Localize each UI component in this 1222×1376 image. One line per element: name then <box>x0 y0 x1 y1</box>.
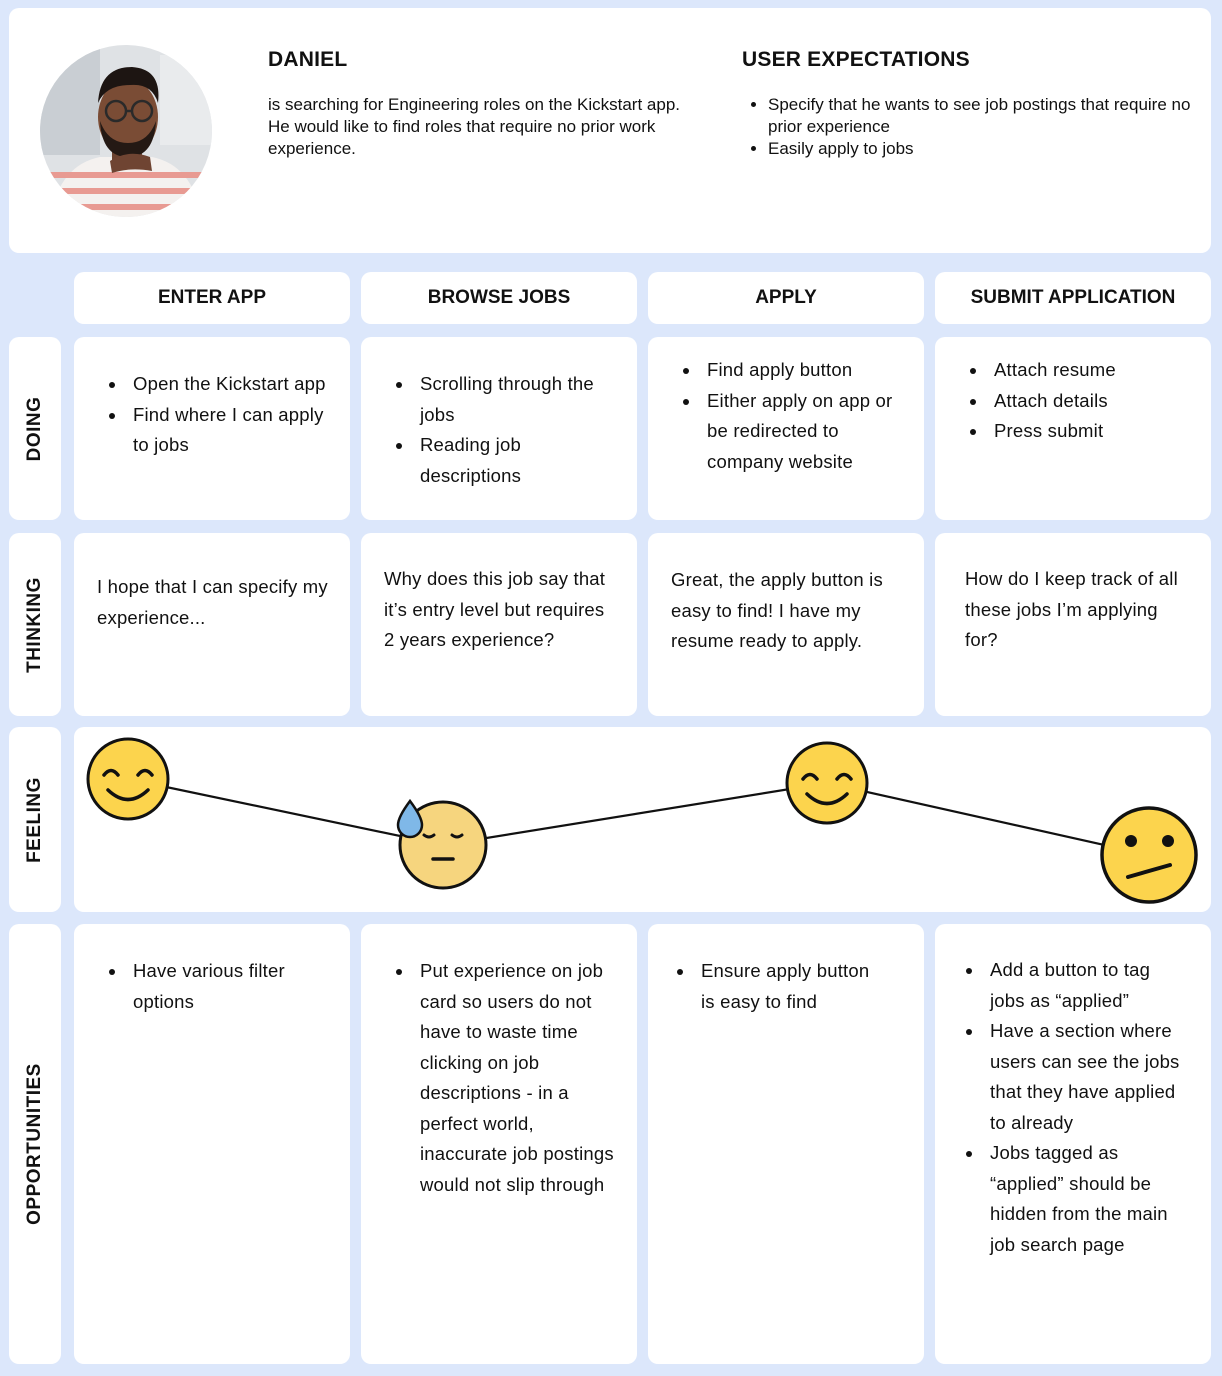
doing-cell-apply: Find apply button Either apply on app or… <box>648 337 924 520</box>
opportunities-cell-browse-jobs: Put experience on job card so users do n… <box>361 924 637 1364</box>
opportunities-cell-apply: Ensure apply button is easy to find <box>648 924 924 1364</box>
doing-item: Attach resume <box>988 355 1191 386</box>
opportunity-item: Have a section where users can see the j… <box>984 1016 1189 1138</box>
stage-header-submit-application: SUBMIT APPLICATION <box>935 272 1211 324</box>
row-label-thinking: THINKING <box>9 533 61 716</box>
expectations-list: Specify that he wants to see job posting… <box>742 94 1218 160</box>
opportunity-item: Put experience on job card so users do n… <box>414 956 617 1200</box>
sweat-face-icon <box>396 798 488 890</box>
row-label-text: THINKING <box>24 576 45 673</box>
feeling-chart <box>86 737 1198 904</box>
feeling-panel <box>74 727 1211 912</box>
persona-name: DANIEL <box>268 48 348 71</box>
doing-item: Either apply on app or be redirected to … <box>701 386 904 478</box>
opportunity-item: Add a button to tag jobs as “applied” <box>984 955 1189 1016</box>
persona-description: is searching for Engineering roles on th… <box>268 95 681 158</box>
doing-item: Open the Kickstart app <box>127 369 330 400</box>
smiling-face-icon <box>785 741 869 825</box>
confused-face-icon <box>1100 806 1198 904</box>
opportunity-item: Ensure apply button is easy to find <box>695 956 884 1017</box>
row-label-doing: DOING <box>9 337 61 520</box>
stage-header-browse-jobs: BROWSE JOBS <box>361 272 637 324</box>
expectation-item: Specify that he wants to see job posting… <box>768 94 1218 138</box>
opportunity-item: Jobs tagged as “applied” should be hidde… <box>984 1138 1189 1260</box>
row-label-text: FEELING <box>24 776 45 863</box>
opportunities-cell-submit-application: Add a button to tag jobs as “applied” Ha… <box>935 924 1211 1364</box>
row-label-text: DOING <box>24 396 45 461</box>
thinking-text: I hope that I can specify my experience.… <box>97 576 328 628</box>
doing-cell-enter-app: Open the Kickstart app Find where I can … <box>74 337 350 520</box>
doing-item: Attach details <box>988 386 1191 417</box>
opportunity-item: Have various filter options <box>127 956 330 1017</box>
stage-header-enter-app: ENTER APP <box>74 272 350 324</box>
expectation-item: Easily apply to jobs <box>768 138 1218 160</box>
persona-card: DANIEL is searching for Engineering role… <box>9 8 1211 253</box>
thinking-cell-browse-jobs: Why does this job say that it’s entry le… <box>361 533 637 716</box>
row-label-opportunities: OPPORTUNITIES <box>9 924 61 1364</box>
doing-item: Press submit <box>988 416 1191 447</box>
doing-item: Reading job descriptions <box>414 430 617 491</box>
thinking-cell-enter-app: I hope that I can specify my experience.… <box>74 533 350 716</box>
doing-item: Find where I can apply to jobs <box>127 400 330 461</box>
row-label-text: OPPORTUNITIES <box>24 1063 45 1225</box>
thinking-text: How do I keep track of all these jobs I’… <box>965 568 1178 650</box>
row-label-feeling: FEELING <box>9 727 61 912</box>
opportunities-cell-enter-app: Have various filter options <box>74 924 350 1364</box>
doing-cell-browse-jobs: Scrolling through the jobs Reading job d… <box>361 337 637 520</box>
smiling-face-icon <box>86 737 170 821</box>
thinking-text: Great, the apply button is easy to find!… <box>671 569 883 651</box>
doing-item: Scrolling through the jobs <box>414 369 617 430</box>
thinking-text: Why does this job say that it’s entry le… <box>384 568 606 650</box>
thinking-cell-submit-application: How do I keep track of all these jobs I’… <box>935 533 1211 716</box>
emotion-line <box>127 777 1150 857</box>
thinking-cell-apply: Great, the apply button is easy to find!… <box>648 533 924 716</box>
doing-cell-submit-application: Attach resume Attach details Press submi… <box>935 337 1211 520</box>
doing-item: Find apply button <box>701 355 904 386</box>
expectations-title: USER EXPECTATIONS <box>742 48 970 71</box>
stage-header-apply: APPLY <box>648 272 924 324</box>
persona-avatar <box>40 45 212 217</box>
avatar-image <box>40 45 212 217</box>
